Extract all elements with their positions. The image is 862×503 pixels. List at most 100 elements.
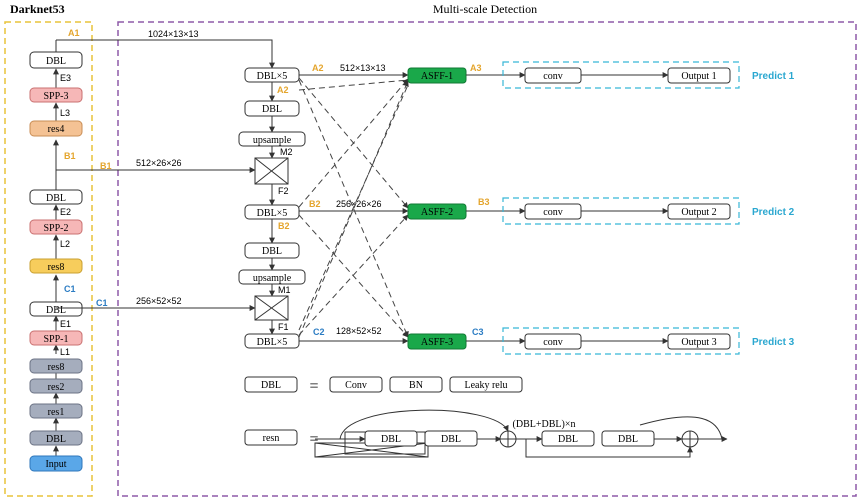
legend-conv-box (329, 376, 383, 393)
c3-label: C3 (472, 327, 484, 337)
res-dbl2-label: DBL (441, 434, 461, 445)
res2-box (29, 378, 83, 394)
c2-label: C2 (313, 327, 325, 337)
b2-dim-label: 256×26×26 (336, 199, 382, 209)
res4-label: res4 (48, 124, 65, 135)
f1-label: F1 (278, 322, 289, 332)
legend-dbl-label: DBL (261, 380, 281, 391)
legend-dbl: DBL = Conv BN Leaky relu (244, 376, 523, 395)
dbl-low-box (29, 301, 83, 317)
res-dbl3-label: DBL (558, 434, 578, 445)
upsample-2-label: upsample (253, 273, 292, 284)
b3-label: B3 (478, 197, 490, 207)
backbone-column: DBL E3 SPP-3 L3 res4 DBL E2 SPP-2 L2 res… (29, 28, 83, 472)
legend-dbl-box (244, 376, 298, 393)
output2-label: Output 2 (681, 207, 716, 218)
dbl-mid-box (29, 189, 83, 205)
legend-resn-label: resn (263, 433, 280, 444)
predict2-label: Predict 2 (752, 207, 795, 218)
legend-equals-1: = (309, 378, 318, 395)
spp1-label: SPP-1 (43, 334, 68, 345)
output3-box (667, 333, 731, 350)
conv2-label: conv (543, 207, 562, 218)
res8-low-label: res8 (48, 362, 65, 373)
legend-leaky-label: Leaky relu (464, 380, 507, 391)
res8-top-label: res8 (48, 262, 65, 273)
res-dbl1-label: DBL (381, 434, 401, 445)
a1-dim-label: 1024×13×13 (148, 29, 199, 39)
output1-label: Output 1 (681, 71, 716, 82)
a3-label: A3 (470, 63, 482, 73)
asff-outputs: ASFF-1 ASFF-2 ASFF-3 A3 B3 C3 conv conv … (407, 61, 795, 355)
repeat-label: (DBL+DBL)×n (513, 419, 576, 430)
asff-inputs: A2 512×13×13 B2 256×26×26 C2 128×52×52 (298, 63, 409, 344)
b1-link-label: B1 (100, 161, 112, 171)
dbl-mid-label: DBL (46, 193, 66, 204)
output1-box (667, 67, 731, 84)
predict3-label: Predict 3 (752, 337, 795, 348)
l2-label: L2 (60, 239, 70, 249)
legend-resn-box (244, 429, 298, 446)
res-dbl3-box (541, 430, 595, 447)
res1-label: res1 (48, 407, 65, 418)
res8-low-box (29, 358, 83, 374)
asff1-label: ASFF-1 (421, 71, 453, 82)
c1-link-label: C1 (96, 298, 108, 308)
c1-dim-label: 256×52×52 (136, 296, 182, 306)
res-dbl1-box (364, 430, 418, 447)
predict1-label: Predict 1 (752, 71, 795, 82)
e3-label: E3 (60, 73, 71, 83)
c2-dim-label: 128×52×52 (336, 326, 382, 336)
e1-label: E1 (60, 319, 71, 329)
conv3-label: conv (543, 337, 562, 348)
e2-label: E2 (60, 207, 71, 217)
spp3-box (29, 87, 83, 103)
upsample-1-label: upsample (253, 135, 292, 146)
dbl-bottom-label: DBL (46, 434, 66, 445)
spp2-label: SPP-2 (43, 223, 68, 234)
b1-dim-label: 512×26×26 (136, 158, 182, 168)
predict1-region (502, 61, 740, 89)
legend-leaky-box (449, 376, 523, 393)
asff3-label: ASFF-3 (421, 337, 453, 348)
backbone-title: Darknet53 (10, 2, 65, 16)
res-dbl4-label: DBL (618, 434, 638, 445)
detection-chain: DBL×5 A2 DBL upsample M2 F2 DBL×5 B2 DBL… (238, 67, 306, 349)
output3-label: Output 3 (681, 337, 716, 348)
backbone-region (4, 21, 93, 497)
b1-label: B1 (64, 151, 76, 161)
dbl-1-label: DBL (262, 104, 282, 115)
b2-label: B2 (309, 199, 321, 209)
res8-top-box (29, 258, 83, 274)
input-label: Input (45, 459, 66, 470)
res2-label: res2 (48, 382, 65, 393)
dbl-2-label: DBL (262, 246, 282, 257)
detection-region (117, 21, 857, 497)
predict2-region (502, 197, 740, 225)
a2-dim-label: 512×13×13 (340, 63, 386, 73)
m1-label: M1 (278, 285, 291, 295)
res4-box (29, 120, 83, 137)
output2-box (667, 203, 731, 220)
dbl-low-label: DBL (46, 305, 66, 316)
dbl-bottom-box (29, 430, 83, 446)
legend-conv-label: Conv (345, 380, 367, 391)
dbl-top-label: DBL (46, 56, 66, 67)
l1-label: L1 (60, 347, 70, 357)
l3-label: L3 (60, 108, 70, 118)
c1-label: C1 (64, 284, 76, 294)
spp3-label: SPP-3 (43, 91, 68, 102)
legend-equals-2: = (309, 431, 318, 448)
detection-title: Multi-scale Detection (433, 2, 537, 16)
dbl5-3-label: DBL×5 (257, 337, 288, 348)
dbl5-1-label: DBL×5 (257, 71, 288, 82)
a1-label: A1 (68, 28, 80, 38)
b2-sub-label: B2 (278, 221, 290, 231)
dbl5-2-label: DBL×5 (257, 208, 288, 219)
m2-label: M2 (280, 147, 293, 157)
conv1-label: conv (543, 71, 562, 82)
backbone-links: 1024×13×13 B1 512×26×26 C1 256×52×52 (56, 29, 275, 311)
dbl-top-box (29, 51, 83, 69)
spp2-box (29, 219, 83, 235)
